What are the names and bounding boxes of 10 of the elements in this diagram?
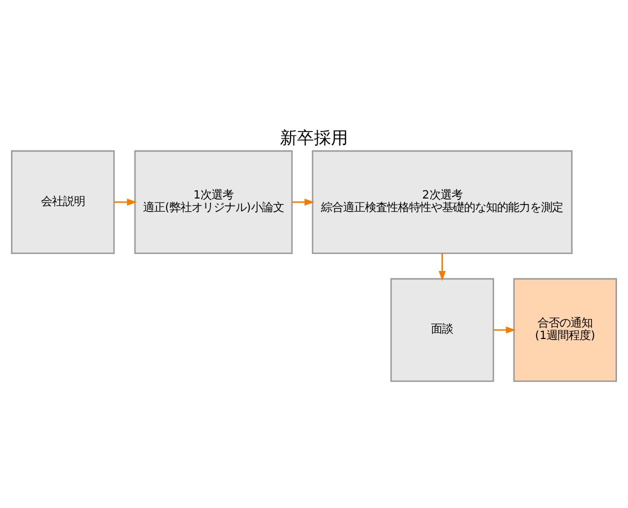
node-box: 1次選考 適正(弊社オリジナル)小論文 xyxy=(134,150,293,254)
arrow xyxy=(114,198,137,206)
diagram-title: 新卒採用 xyxy=(280,128,348,148)
node-box: 面談 xyxy=(390,278,494,382)
arrow xyxy=(292,198,314,206)
node-box: 合否の通知 (1週間程度) xyxy=(513,278,617,382)
node-box: 会社説明 xyxy=(11,150,115,254)
arrow xyxy=(438,253,446,282)
arrow xyxy=(494,326,516,334)
node-box: 2次選考 綜合適正検査性格特性や基礎的な知的能力を測定 xyxy=(312,150,573,254)
